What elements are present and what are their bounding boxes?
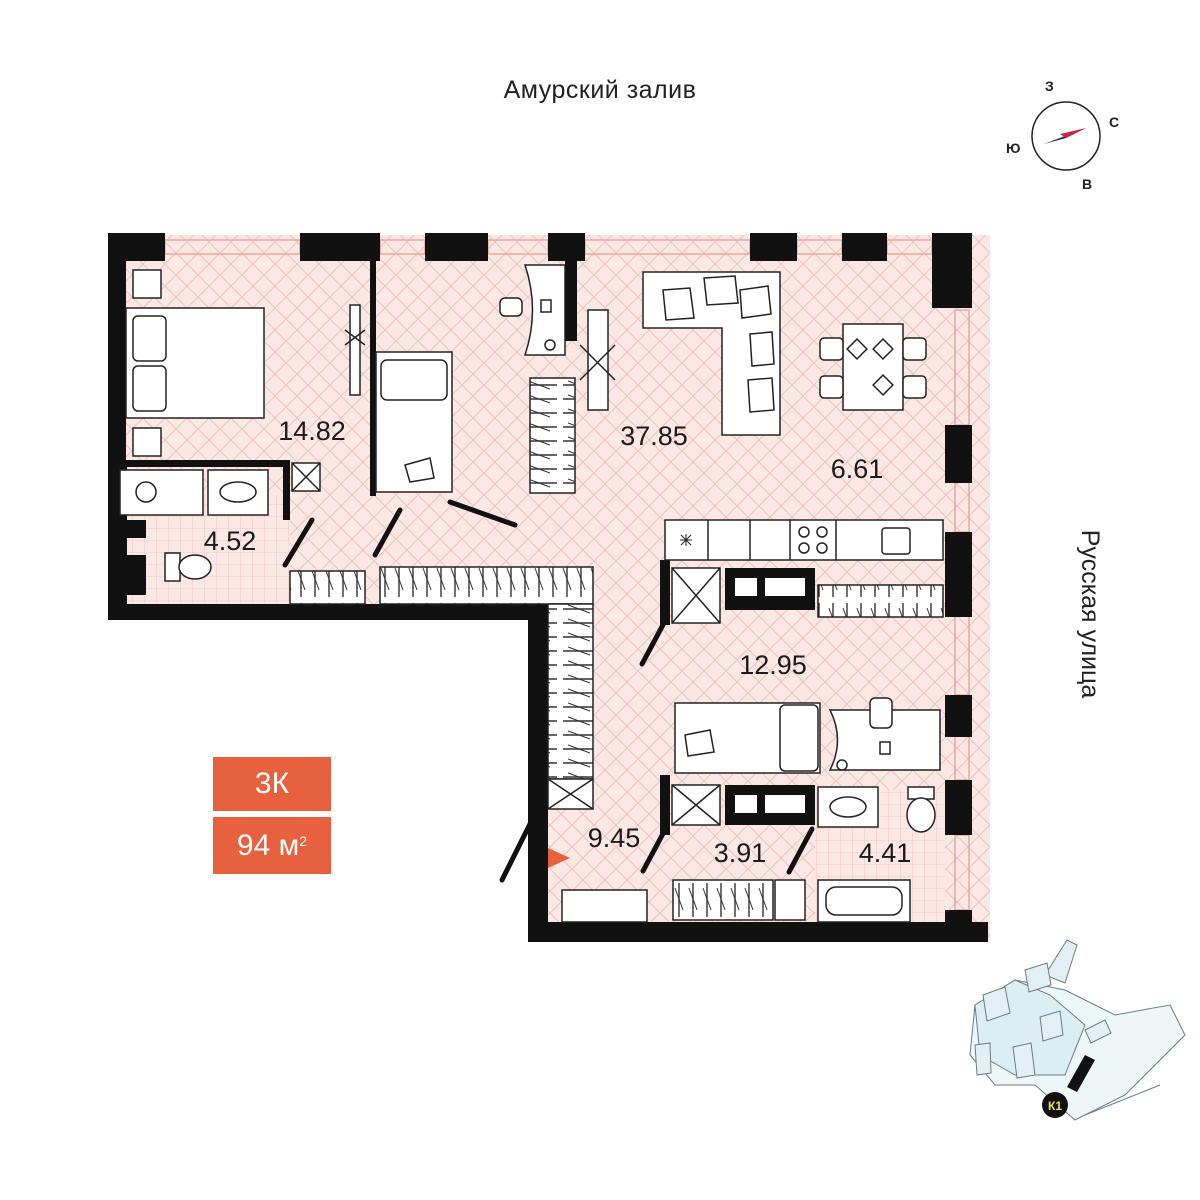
wardrobes: [289, 377, 944, 921]
apartment-area-value: 94 м: [236, 829, 300, 862]
orientation-top-label: Амурский залив: [503, 76, 697, 104]
room-area-bathroom-1: 4.52: [204, 526, 257, 556]
compass-west-label: З: [1045, 78, 1054, 94]
room-area-bedroom-2: 12.95: [739, 650, 807, 680]
bathroom-2-fixtures: [561, 786, 936, 923]
doors: [282, 499, 815, 883]
room-area-living: 37.85: [620, 421, 688, 451]
apartment-type-badge: 3К: [213, 757, 331, 811]
sofa-furniture: [642, 271, 781, 436]
dining-table: [819, 323, 927, 411]
room-area-labels: 14.82 37.85 6.61 4.52 12.95 9.45 3.91 4.…: [204, 416, 912, 868]
compass-north-label: С: [1109, 114, 1120, 130]
apartment-area-badge: 94 м2: [213, 817, 331, 874]
compass-icon: [1031, 101, 1101, 171]
kitchen-counter: [664, 519, 944, 561]
room-area-hall: 9.45: [588, 823, 641, 853]
room-area-bedroom-1: 14.82: [278, 416, 346, 446]
bedroom-2-furniture: [674, 697, 941, 774]
desk-furniture: [499, 264, 616, 411]
compass-south-label: Ю: [1006, 140, 1021, 156]
bedroom-1-furniture: [125, 269, 366, 457]
building-marker-label: К1: [1048, 1099, 1062, 1113]
entrance-arrow-icon: [548, 848, 570, 868]
bathroom-1-fixtures: [119, 469, 269, 582]
room-area-bathroom-2: 4.41: [859, 838, 912, 868]
apartment-area-unit-sup: 2: [299, 833, 308, 849]
room-area-closet: 3.91: [714, 838, 767, 868]
bedroom-child-furniture: [375, 351, 453, 493]
room-area-dining: 6.61: [831, 454, 884, 484]
compass-east-label: В: [1082, 176, 1093, 192]
site-minimap: К1: [969, 939, 1186, 1121]
